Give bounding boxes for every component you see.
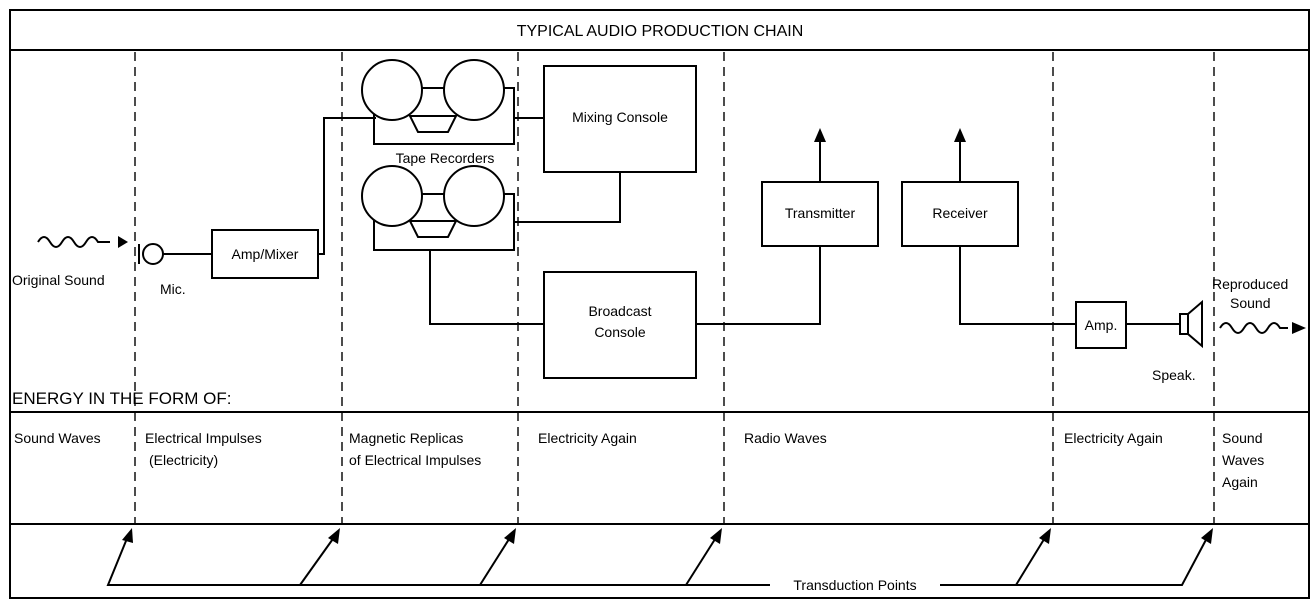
reproduced-wave-icon bbox=[1219, 322, 1288, 334]
transduction-points-label: Transduction Points bbox=[793, 577, 916, 593]
wire-tape2-to-mixing bbox=[514, 172, 621, 223]
diagram-title: TYPICAL AUDIO PRODUCTION CHAIN bbox=[517, 23, 804, 40]
amp-mixer-label: Amp/Mixer bbox=[232, 246, 299, 262]
energy-sound-again-3: Again bbox=[1222, 474, 1258, 490]
energy-electricity-again-1: Electricity Again bbox=[538, 430, 637, 446]
original-sound-label: Original Sound bbox=[12, 272, 105, 288]
transduction-label-bg bbox=[770, 575, 940, 595]
energy-sound-waves: Sound Waves bbox=[14, 430, 101, 446]
original-wave-icon bbox=[37, 236, 110, 248]
mic-label: Mic. bbox=[160, 281, 186, 297]
outer-frame bbox=[9, 9, 1310, 599]
wave-arrowhead-icon bbox=[118, 236, 128, 248]
energy-electrical-2: (Electricity) bbox=[149, 452, 218, 468]
receiver-label: Receiver bbox=[932, 205, 988, 221]
energy-heading: ENERGY IN THE FORM OF: bbox=[12, 389, 231, 408]
wire-receiver-to-amp bbox=[959, 246, 1076, 325]
broadcast-console-label-1: Broadcast bbox=[588, 303, 651, 319]
reproduced-arrowhead-icon bbox=[1292, 322, 1306, 334]
speaker-icon bbox=[1179, 299, 1203, 349]
wire-tape-to-broadcast bbox=[429, 250, 544, 325]
wire-amp-to-tape bbox=[318, 117, 376, 255]
transmitter-arrow-icon bbox=[814, 128, 826, 142]
energy-sound-again-1: Sound bbox=[1222, 430, 1262, 446]
transmitter-label: Transmitter bbox=[785, 205, 856, 221]
wire-broadcast-to-transmitter bbox=[696, 246, 821, 325]
amp-label: Amp. bbox=[1085, 317, 1118, 333]
transduction-dashed-lines bbox=[134, 52, 1215, 524]
receiver-arrow-icon bbox=[954, 128, 966, 142]
transduction-arrows bbox=[106, 528, 1213, 586]
microphone-icon bbox=[138, 243, 212, 265]
mixing-console-label: Mixing Console bbox=[572, 109, 668, 125]
tape-recorders-label: Tape Recorders bbox=[396, 150, 495, 166]
energy-electrical-1: Electrical Impulses bbox=[145, 430, 262, 446]
reproduced-sound-label-1: Reproduced bbox=[1212, 276, 1288, 292]
tape-recorder-icon bbox=[361, 165, 515, 251]
energy-magnetic-1: Magnetic Replicas bbox=[349, 430, 463, 446]
energy-radio-waves: Radio Waves bbox=[744, 430, 827, 446]
mixing-console-box bbox=[543, 65, 697, 173]
tape-recorder-icon bbox=[361, 59, 515, 145]
speaker-label: Speak. bbox=[1152, 367, 1196, 383]
energy-magnetic-2: of Electrical Impulses bbox=[349, 452, 481, 468]
reproduced-sound-label-2: Sound bbox=[1230, 295, 1270, 311]
broadcast-console-label-2: Console bbox=[594, 324, 646, 340]
energy-electricity-again-2: Electricity Again bbox=[1064, 430, 1163, 446]
energy-sound-again-2: Waves bbox=[1222, 452, 1264, 468]
